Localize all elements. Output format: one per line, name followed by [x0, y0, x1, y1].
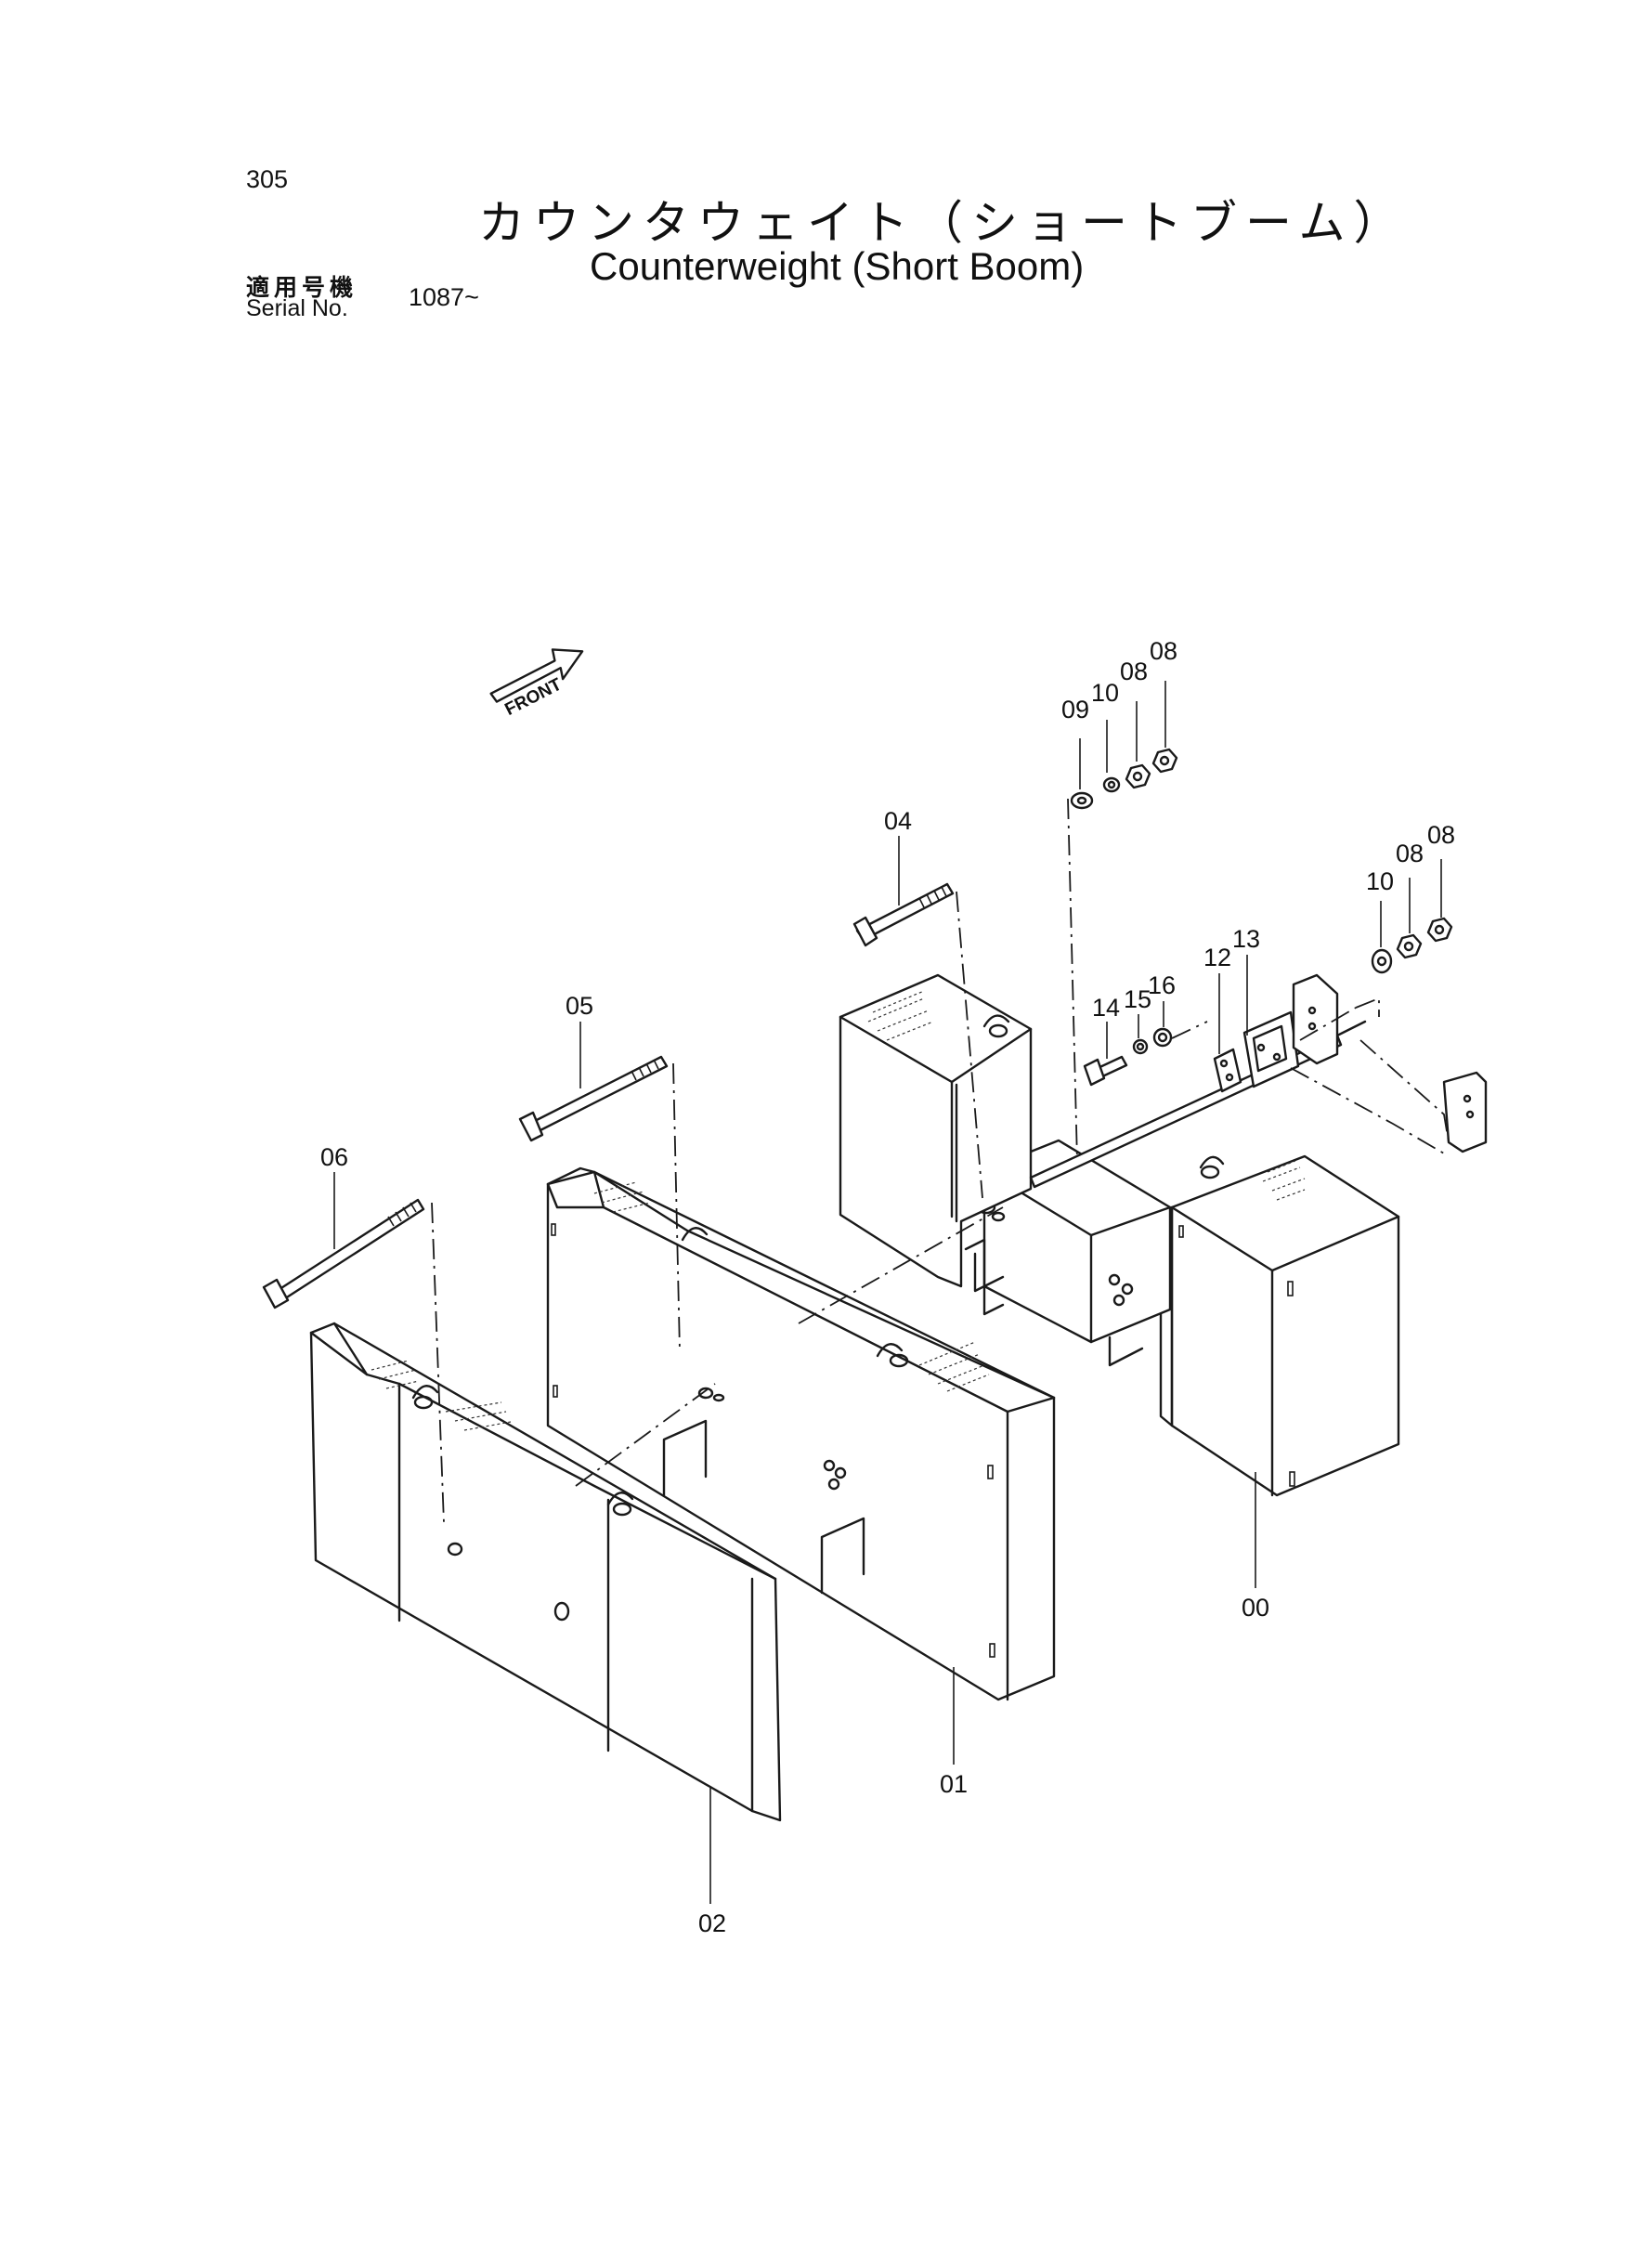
- part-14-bolt: [1083, 1055, 1128, 1087]
- title-english: Counterweight (Short Boom): [590, 244, 1085, 288]
- callout-04: 04: [884, 807, 912, 835]
- part-04-bolt: [852, 882, 955, 947]
- callout-10-top: 10: [1091, 679, 1119, 707]
- serial-label-japanese: 適用号機: [246, 274, 358, 301]
- callout-01: 01: [940, 1770, 968, 1798]
- part-16-washer: [1152, 1027, 1173, 1048]
- bracket-assembly: [1213, 973, 1488, 1154]
- serial-label-english: Serial No.: [246, 295, 348, 321]
- page-number: 305: [246, 165, 289, 193]
- part-06-bolt: [262, 1198, 425, 1309]
- callout-16: 16: [1148, 971, 1176, 999]
- callout-02: 02: [698, 1909, 726, 1937]
- callout-14: 14: [1092, 994, 1120, 1022]
- callout-08-right-a: 08: [1396, 840, 1424, 867]
- front-arrow-icon: FRONT: [489, 648, 584, 720]
- callout-00: 00: [1242, 1594, 1269, 1622]
- part-15-lock-washer: [1132, 1038, 1149, 1055]
- callout-15: 15: [1124, 985, 1151, 1013]
- top-hardware-stack: [1070, 748, 1178, 810]
- serial-number-range: 1087~: [409, 283, 479, 311]
- part-01-middle-weight-block: [546, 1166, 1056, 1701]
- callout-13: 13: [1232, 925, 1260, 953]
- callout-08-right-b: 08: [1427, 821, 1455, 849]
- callout-08-top-b: 08: [1150, 637, 1177, 665]
- right-hardware-stack: [1371, 917, 1453, 974]
- part-upper-left-weight-block: [839, 973, 1033, 1293]
- part-02-front-weight-block: [309, 1322, 782, 1822]
- callout-05: 05: [566, 992, 593, 1020]
- title-japanese: カウンタウェイト（ショートブーム）: [478, 196, 1409, 250]
- part-00-right-weight-block: [1159, 1154, 1400, 1497]
- callout-10-right: 10: [1366, 867, 1394, 895]
- callout-06: 06: [320, 1143, 348, 1171]
- callout-09: 09: [1061, 696, 1089, 723]
- part-05-bolt: [518, 1055, 669, 1142]
- callout-12: 12: [1203, 944, 1231, 971]
- callout-08-top-a: 08: [1120, 658, 1148, 685]
